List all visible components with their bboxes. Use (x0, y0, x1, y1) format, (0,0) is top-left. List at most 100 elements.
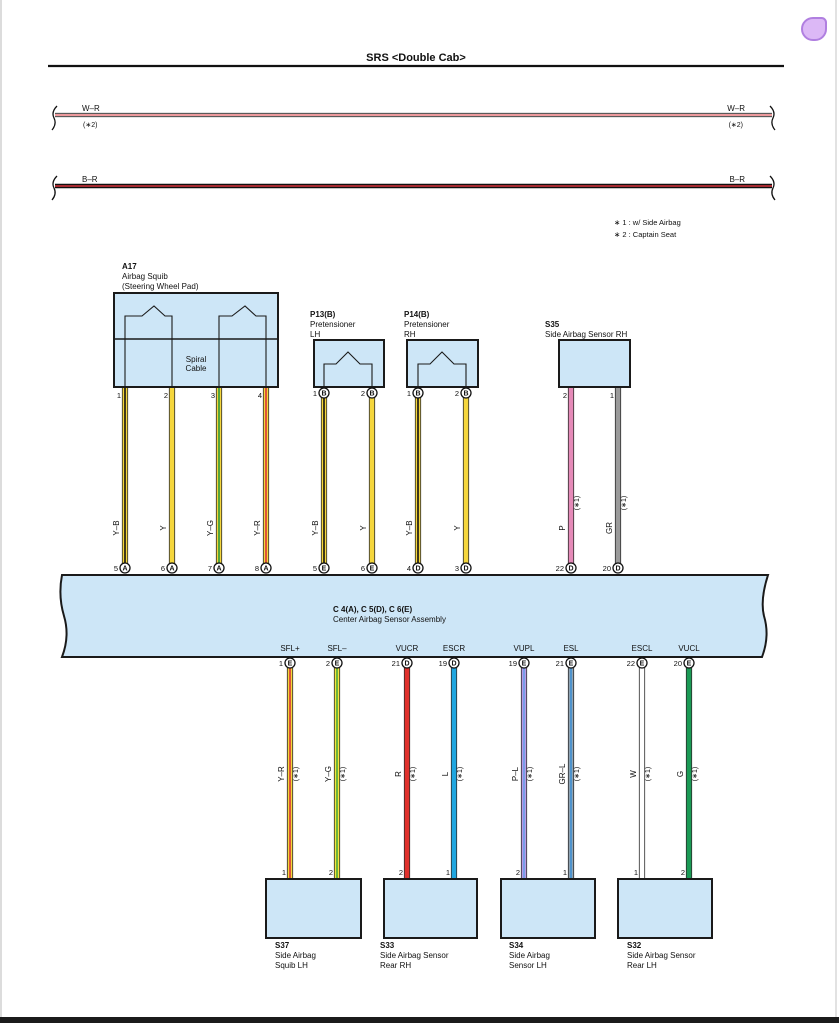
s35-label: S35 Side Airbag Sensor RH (545, 320, 627, 339)
busbar-b-r: B–R B–R (51, 175, 776, 201)
assistant-bubble-button[interactable] (801, 17, 827, 41)
center-pin-connector-letter: A (216, 566, 221, 573)
center-pin-connector-letter: D (463, 566, 468, 573)
break-mark-left (51, 105, 58, 131)
center-pin-connector-letter: D (615, 566, 620, 573)
s34-line1: Side Airbag (509, 951, 550, 960)
wire-color-code: P (558, 525, 567, 530)
center-pin-number: 19 (439, 659, 447, 668)
bottom-wire-SFL–: SFL–E2Y–G(∗1)2 (324, 644, 347, 879)
top-wire-PL+: B1Y–BE5PL+ (311, 387, 332, 587)
a17-sub: (Steering Wheel Pad) (122, 282, 199, 291)
center-pin-number: 19 (509, 659, 517, 668)
top-wire-PL–: B2YE6PL– (359, 387, 380, 587)
top-pin-connector-letter: B (369, 391, 374, 398)
wire-note: (∗1) (457, 767, 464, 781)
top-wire-ESR: 1GR(∗1)D20ESR (603, 388, 628, 587)
center-pin-connector (612, 562, 624, 574)
top-wire-group: 1Y–BA5D+2YA6D–3Y–GA7D2–4Y–RA8D2+B1Y–BE5P… (112, 387, 628, 587)
top-pin-number: 4 (258, 391, 262, 400)
top-pin-number: 1 (407, 389, 411, 398)
center-pin-connector-letter: D (415, 566, 420, 573)
top-pin-number: 2 (361, 389, 365, 398)
center-pin-connector-letter: E (640, 661, 645, 668)
wire-color-code: Y–B (311, 520, 320, 535)
center-pin-connector-letter: D (568, 566, 573, 573)
signal-label: ESL (563, 644, 579, 653)
wire-color-code: Y (359, 525, 368, 531)
top-pin-connector (412, 387, 424, 399)
wire-color-code: GR–L (558, 763, 567, 784)
center-pin-number: 21 (556, 659, 564, 668)
signal-label: SFL+ (280, 644, 300, 653)
wire-note: (∗1) (410, 767, 417, 781)
squib-symbol-2 (218, 305, 267, 339)
center-pin-number: 7 (208, 564, 212, 573)
bottom-pin-number: 1 (446, 868, 450, 877)
center-pin-connector (401, 657, 413, 669)
top-wire-VUPR: 2P(∗1)D22VUPR (556, 388, 582, 587)
center-assembly-outline (59, 574, 770, 658)
s33-label: S33 Side Airbag Sensor Rear RH (380, 941, 449, 970)
center-pin-connector-letter: E (687, 661, 692, 668)
center-code: C 4(A), C 5(D), C 6(E) (333, 605, 412, 614)
wire-color-code: Y–G (206, 520, 215, 536)
center-pin-connector-letter: A (263, 566, 268, 573)
bottom-pin-number: 1 (563, 868, 567, 877)
bottom-pin-number: 1 (282, 868, 286, 877)
p13-squib-symbol (323, 351, 373, 387)
center-name: Center Airbag Sensor Assembly (333, 615, 446, 624)
center-pin-connector (331, 657, 343, 669)
s35-code: S35 (545, 320, 560, 329)
center-pin-connector-letter: E (288, 661, 293, 668)
center-pin-connector (260, 562, 272, 574)
center-pin-number: 20 (603, 564, 611, 573)
p13-pretensioner-box (313, 339, 385, 388)
center-pin-number: 22 (556, 564, 564, 573)
a17-airbag-squib-box: Spiral Cable (113, 292, 279, 388)
wire-note: (∗1) (574, 496, 581, 510)
s33-line1: Side Airbag Sensor (380, 951, 449, 960)
s37-line2: Squib LH (275, 961, 308, 970)
center-pin-connector-letter: A (122, 566, 127, 573)
wire-color-code: Y–G (324, 766, 333, 782)
center-pin-connector-letter: E (322, 566, 327, 573)
wire-note: (∗1) (645, 767, 652, 781)
top-pin-number: 1 (313, 389, 317, 398)
busbar-w-r-note-right: (∗2) (729, 122, 743, 129)
top-pin-number: 3 (211, 391, 215, 400)
wire-color-code: Y–R (253, 520, 262, 536)
s33-code: S33 (380, 941, 395, 950)
p13-name: Pretensioner (310, 320, 356, 329)
a17-code: A17 (122, 262, 137, 271)
p14-pretensioner-box (406, 339, 479, 388)
center-pin-connector (636, 657, 648, 669)
center-pin-connector (448, 657, 460, 669)
center-pin-connector (412, 562, 424, 574)
bottom-pin-number: 2 (516, 868, 520, 877)
wire-note: (∗1) (621, 496, 628, 510)
center-pin-connector-letter: D (404, 661, 409, 668)
center-airbag-sensor-assembly: C 4(A), C 5(D), C 6(E) Center Airbag Sen… (59, 574, 770, 658)
squib-symbol-1 (124, 305, 173, 339)
note-1: ∗ 1 : w/ Side Airbag (614, 218, 681, 227)
top-wire-D+: 1Y–BA5D+ (112, 388, 131, 587)
top-pin-connector-letter: B (415, 391, 420, 398)
spiral-cable-label: Cable (186, 364, 207, 373)
s32-box (617, 878, 713, 939)
top-pin-number: 2 (455, 389, 459, 398)
center-pin-connector (166, 562, 178, 574)
center-pin-connector (518, 657, 530, 669)
busbar-w-r: W–R W–R (∗2) (∗2) (51, 104, 776, 131)
signal-label: VUPL (514, 644, 535, 653)
top-pin-number: 2 (164, 391, 168, 400)
center-pin-connector-letter: E (335, 661, 340, 668)
note-2: ∗ 2 : Captain Seat (614, 230, 677, 239)
top-pin-connector (366, 387, 378, 399)
top-wire-PR–: B2YD3PR– (453, 387, 474, 587)
wire-color-code: GR (605, 522, 614, 534)
bottom-pin-number: 2 (329, 868, 333, 877)
